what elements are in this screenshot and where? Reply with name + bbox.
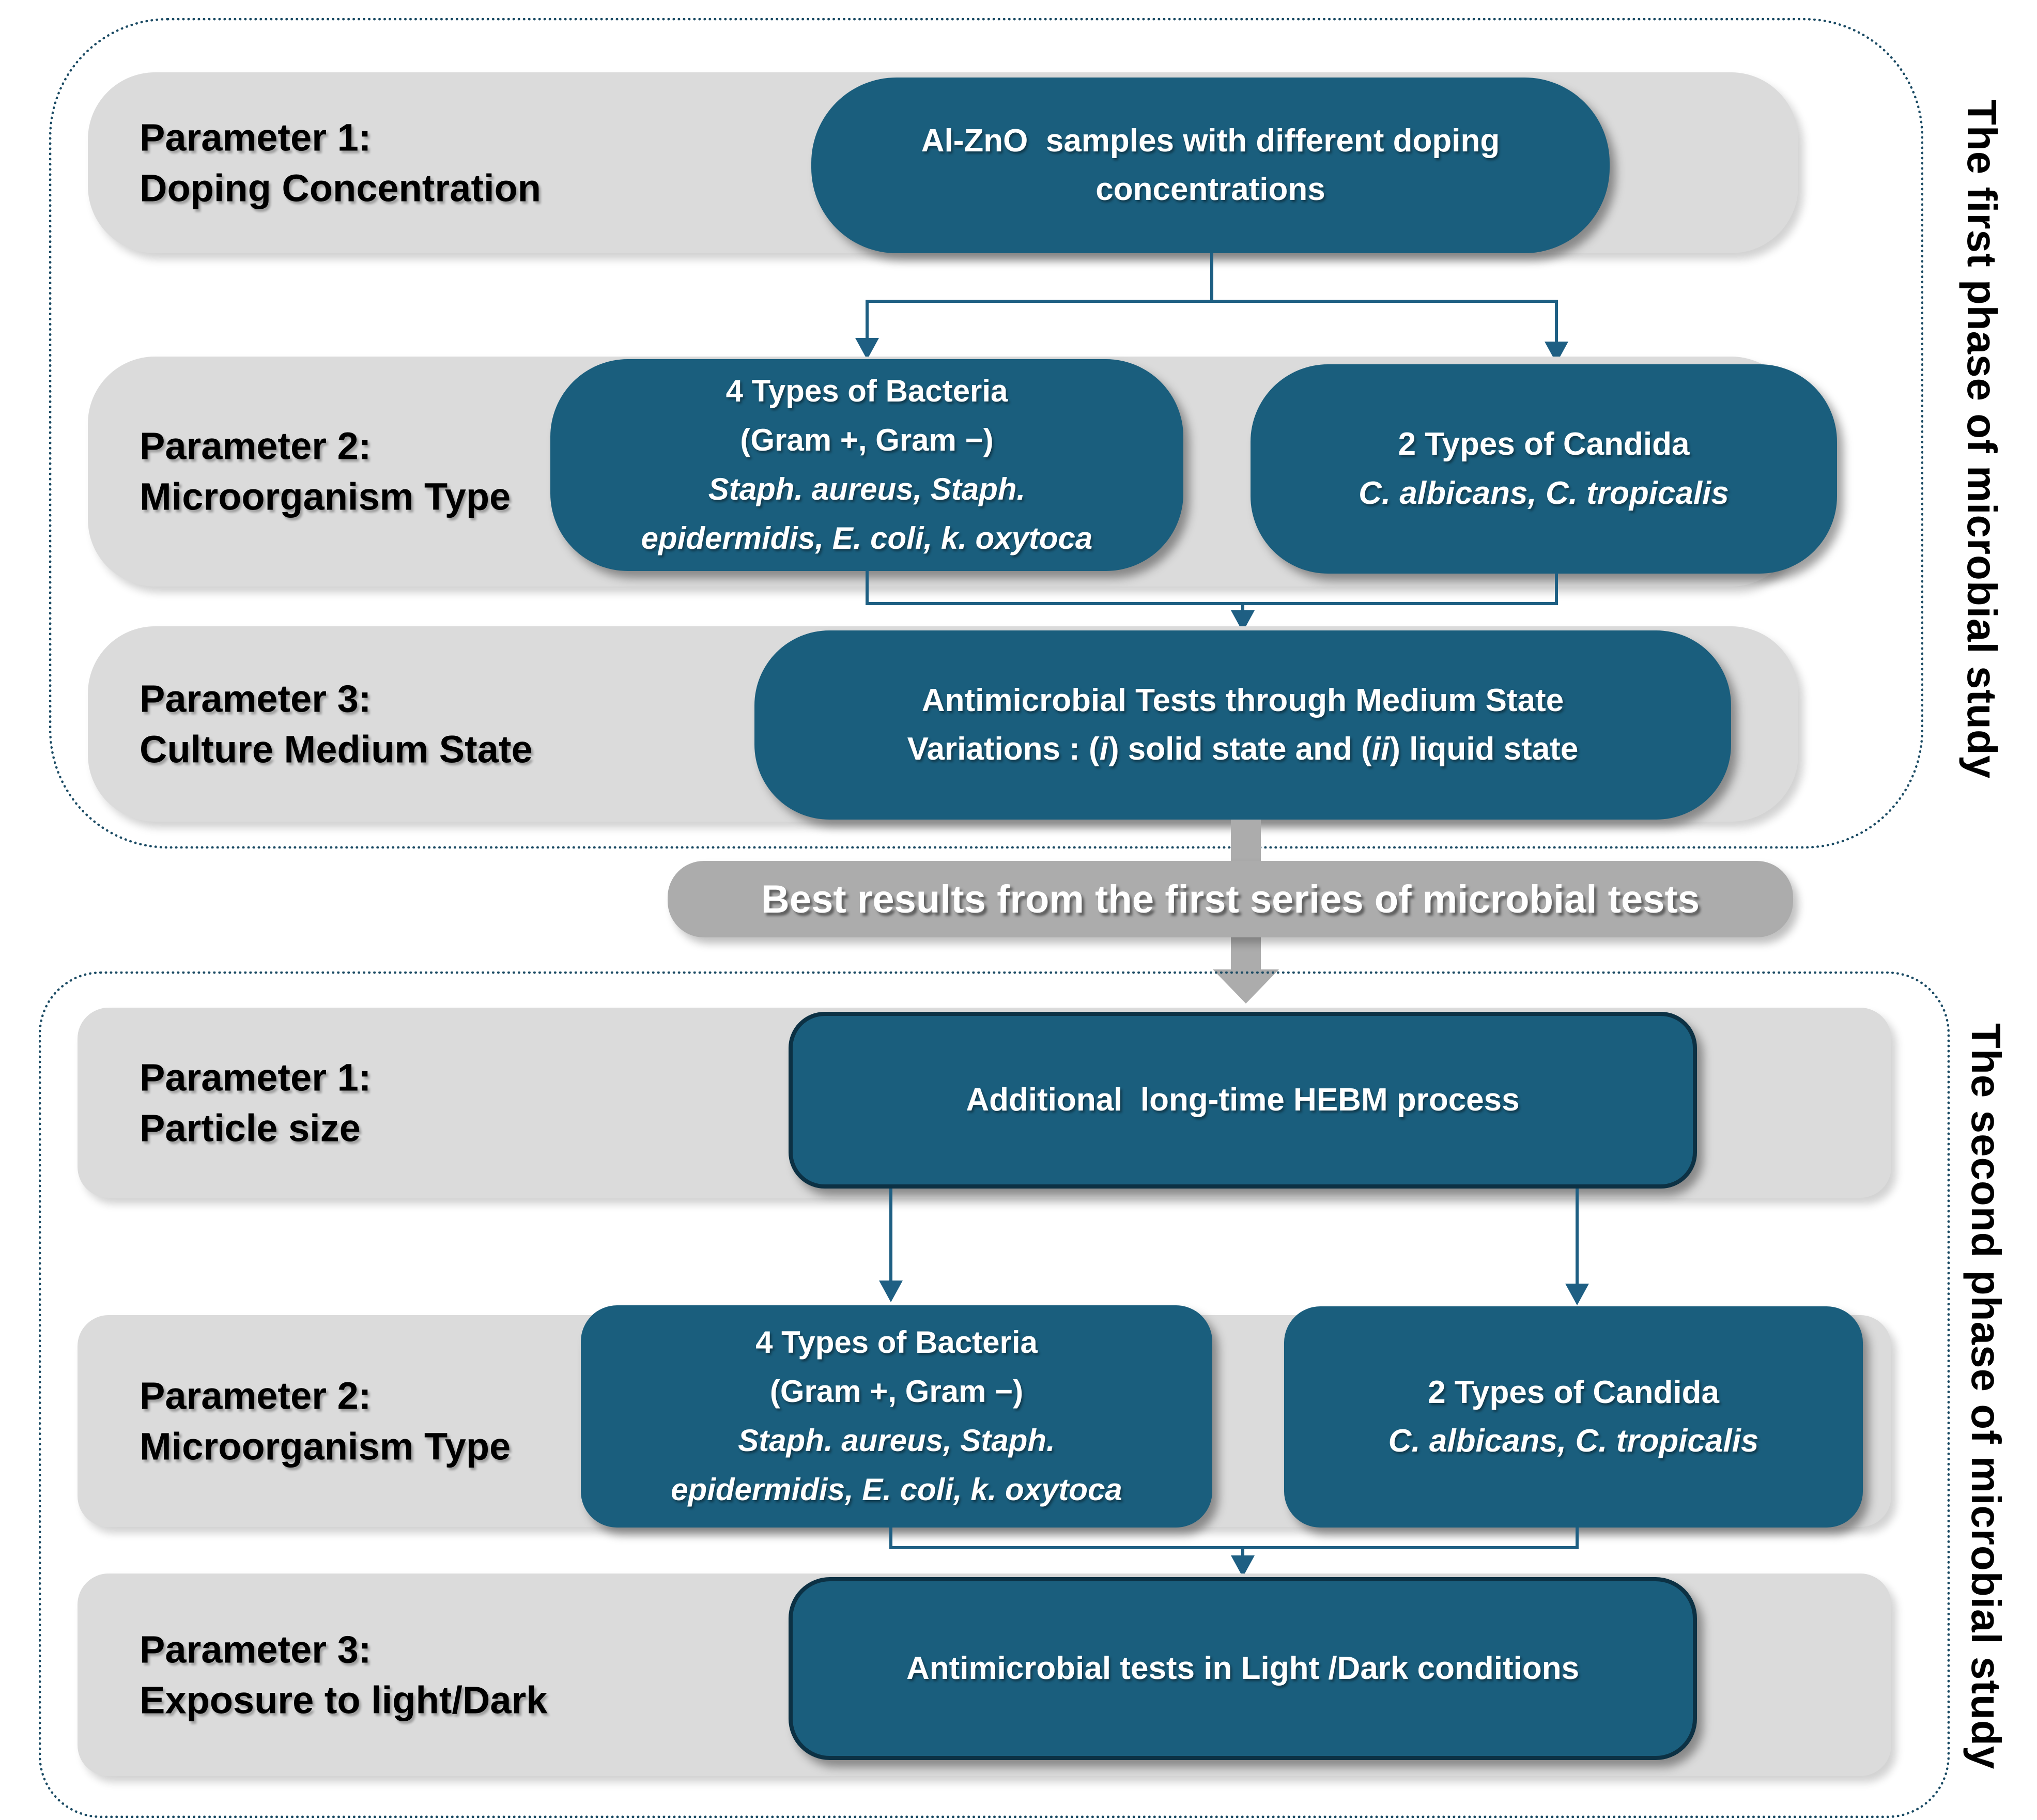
connector-merge2-right [1576,1528,1579,1548]
param-desc: Particle size [140,1106,361,1149]
param-desc: Exposure to light/Dark [140,1678,548,1721]
phase2-bar-particle-label: Parameter 1: Particle size [140,1052,371,1153]
node-medium-tests: Antimicrobial Tests through Medium State… [754,630,1731,820]
connector-merge-right [1555,573,1558,603]
connector-hebm-right [1576,1189,1579,1285]
phase1-bar-microorganism-label: Parameter 2: Microorganism Type [140,421,511,521]
node-bacteria-types-phase2: 4 Types of Bacteria (Gram +, Gram −) Sta… [581,1305,1212,1528]
connector-merge-left [866,570,869,603]
connector-hebm-left-arrowhead [879,1281,903,1302]
node-doping-samples: Al-ZnO samples with different doping con… [811,78,1610,253]
node-line: Antimicrobial tests in Light /Dark condi… [906,1650,1580,1686]
node-line: (Gram +, Gram −) [740,423,994,458]
phase1-bar-doping-label: Parameter 1: Doping Concentration [140,112,541,213]
connector-merge2-stem [1241,1546,1244,1559]
node-line: C. albicans, C. tropicalis [1359,475,1729,511]
connector-merge-horizontal [866,602,1558,605]
node-line: (Gram +, Gram −) [769,1374,1024,1409]
phase2-side-caption: The second phase of microbial study [1963,1023,2009,1770]
node-line: Additional long-time HEBM process [966,1082,1520,1118]
phase-transition-arrow-head [1213,969,1279,1004]
phase2-container [39,971,1950,1818]
node-line: 2 Types of Candida [1398,426,1690,462]
param-title: Parameter 3: [140,677,372,720]
phase2-bar-lightdark-label: Parameter 3: Exposure to light/Dark [140,1624,547,1725]
connector-split-left [866,300,869,340]
connector-hebm-right-arrowhead [1565,1284,1589,1305]
node-line: Al-ZnO samples with different doping [921,122,1500,159]
param-desc: Doping Concentration [140,166,541,209]
node-lightdark-tests: Antimicrobial tests in Light /Dark condi… [789,1577,1697,1760]
transition-banner: Best results from the first series of mi… [668,861,1793,937]
node-line: 4 Types of Bacteria [755,1325,1038,1360]
node-line: epidermidis, E. coli, k. oxytoca [641,520,1093,556]
node-candida-types-phase2: 2 Types of Candida C. albicans, C. tropi… [1284,1306,1863,1528]
node-line: Staph. aureus, Staph. [708,472,1026,506]
param-desc: Microorganism Type [140,1425,511,1468]
node-hebm-process: Additional long-time HEBM process [789,1012,1697,1189]
connector-merge-stem [1241,602,1244,613]
node-candida-types-phase1: 2 Types of Candida C. albicans, C. tropi… [1251,364,1837,574]
param-title: Parameter 1: [140,116,372,159]
connector-hebm-left [889,1189,892,1282]
node-line: Antimicrobial Tests through Medium State [921,682,1564,718]
param-title: Parameter 2: [140,424,372,468]
connector-merge2-horizontal [889,1546,1579,1549]
phase1-bar-medium-label: Parameter 3: Culture Medium State [140,673,533,774]
node-line: 4 Types of Bacteria [726,374,1008,409]
connector-split-right [1555,300,1558,344]
connector-doping-stem [1210,253,1213,301]
param-title: Parameter 2: [140,1374,372,1417]
transition-banner-label: Best results from the first series of mi… [761,877,1700,921]
connector-merge2-left [889,1528,892,1548]
param-desc: Microorganism Type [140,475,511,518]
node-line: Staph. aureus, Staph. [738,1423,1055,1458]
node-line: Variations : (i) solid state and (ii) li… [907,731,1579,767]
param-desc: Culture Medium State [140,728,533,770]
phase1-container [49,18,1923,849]
connector-split-horizontal [866,300,1558,303]
node-line: 2 Types of Candida [1428,1374,1719,1410]
node-line: C. albicans, C. tropicalis [1388,1423,1759,1459]
node-line: epidermidis, E. coli, k. oxytoca [671,1472,1122,1507]
node-line: concentrations [1095,172,1325,207]
connector-split-left-arrowhead [855,338,879,360]
phase2-bar-microorganism-label: Parameter 2: Microorganism Type [140,1370,511,1471]
node-bacteria-types-phase1: 4 Types of Bacteria (Gram +, Gram −) Sta… [550,359,1183,571]
param-title: Parameter 1: [140,1056,372,1099]
phase1-side-caption: The first phase of microbial study [1959,99,2005,779]
param-title: Parameter 3: [140,1628,372,1671]
